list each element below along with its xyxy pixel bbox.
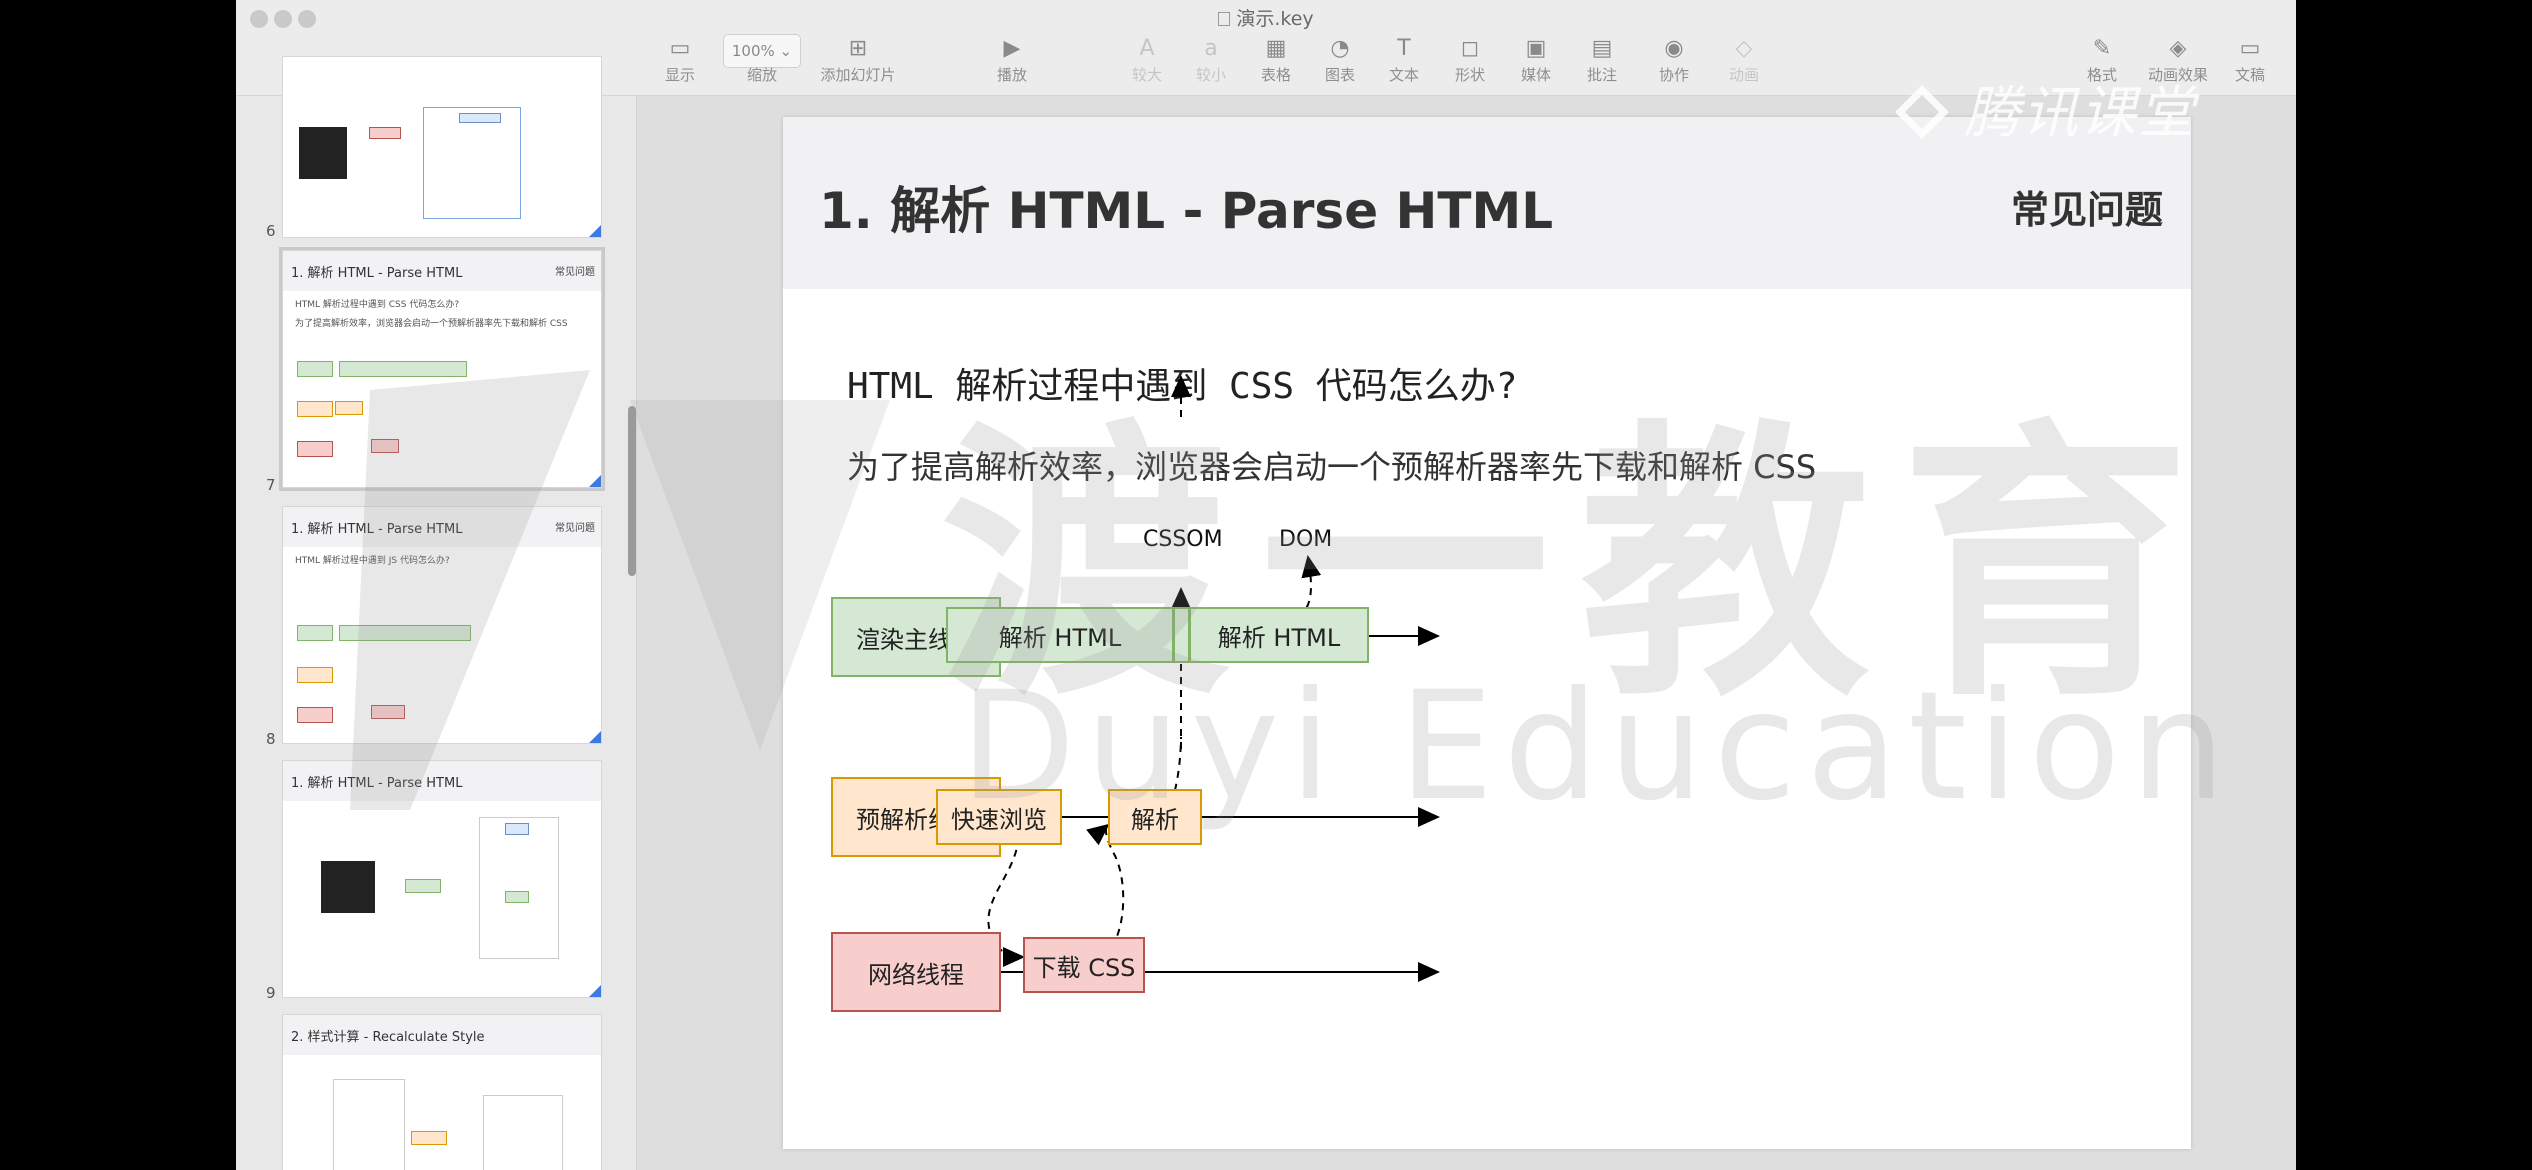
toolbar-play-button[interactable]: ▶ 播放 (967, 34, 1057, 85)
slide-header: 1. 解析 HTML - Parse HTML 常见问题 (783, 117, 2191, 289)
close-window-button[interactable] (250, 10, 268, 28)
collaborate-icon: ◉ (1664, 36, 1684, 61)
dom-label: DOM (1279, 527, 1333, 552)
toolbar-animate-button[interactable]: ◇ 动画 (1699, 34, 1789, 85)
table-icon: ▦ (1265, 36, 1287, 61)
slide-section-label: 常见问题 (2010, 188, 2163, 232)
minimize-window-button[interactable] (274, 10, 292, 28)
slide-thumbnail-9[interactable]: 1. 解析 HTML - Parse HTML (282, 760, 602, 998)
toolbar-animation-button[interactable]: ◈ 动画效果 (2133, 34, 2223, 85)
cssom-label: CSSOM (1143, 527, 1223, 552)
quick-scan-box: 快速浏览 (936, 789, 1062, 845)
parse-html-box-1: 解析 HTML (946, 607, 1174, 663)
document-panel-icon: ▭ (2239, 36, 2261, 61)
thumbnail-corner-marker (589, 475, 601, 487)
chart-icon: ◔ (1330, 36, 1350, 61)
font-smaller-icon: a (1204, 36, 1218, 61)
animation-icon: ◈ (2169, 36, 2187, 61)
slide-title: 1. 解析 HTML - Parse HTML (819, 182, 1554, 240)
thumbnail-corner-marker (589, 731, 601, 743)
toolbar-document-button[interactable]: ▭ 文稿 (2205, 34, 2295, 85)
toolbar-larger-button[interactable]: A 较大 (1102, 34, 1192, 85)
toolbar-display-button[interactable]: ▭ 显示 (635, 34, 725, 85)
toolbar-comment-button[interactable]: ▤ 批注 (1557, 34, 1647, 85)
format-icon: ✎ (2092, 36, 2112, 61)
thumbnail-corner-marker (589, 225, 601, 237)
current-slide[interactable]: 1. 解析 HTML - Parse HTML 常见问题 HTML 解析过程中遇… (783, 117, 2191, 1149)
sidebar-icon: ▭ (669, 36, 691, 61)
toolbar-collaborate-button[interactable]: ◉ 协作 (1629, 34, 1719, 85)
slide-thumbnail-6[interactable] (282, 56, 602, 238)
toolbar-smaller-button[interactable]: a 较小 (1166, 34, 1256, 85)
media-icon: ▣ (1525, 36, 1547, 61)
sidebar-scrollbar[interactable] (628, 406, 636, 576)
text-icon: T (1397, 36, 1411, 61)
toolbar-zoom-button[interactable]: 100% ⌄ 缩放 (717, 34, 807, 85)
diagram-connectors (936, 375, 1440, 982)
toolbar-add-slide-button[interactable]: ⊞ 添加幻灯片 (813, 34, 903, 85)
toolbar-media-button[interactable]: ▣ 媒体 (1491, 34, 1581, 85)
parse-up-dashed (1170, 736, 1182, 804)
play-icon: ▶ (1003, 36, 1021, 61)
parse-html-gap-box (1173, 607, 1190, 663)
quickscan-to-download-dashed-arrow (987, 836, 1025, 967)
thumbnail-corner-marker (589, 985, 601, 997)
window-title: 演示.key (236, 4, 2296, 31)
shape-icon: ◻ (1460, 36, 1480, 61)
parse-html-box-2: 解析 HTML (1189, 607, 1369, 663)
toolbar-text-button[interactable]: T 文本 (1359, 34, 1449, 85)
tencent-logo-icon (1895, 85, 1949, 139)
download-to-parse-dashed-arrow (1086, 823, 1125, 958)
animate-icon: ◇ (1735, 36, 1753, 61)
comment-icon: ▤ (1591, 36, 1613, 61)
toolbar-table-button[interactable]: ▦ 表格 (1231, 34, 1321, 85)
parse-box: 解析 (1108, 789, 1202, 845)
add-slide-icon: ⊞ (848, 36, 868, 61)
toolbar-chart-button[interactable]: ◔ 图表 (1295, 34, 1385, 85)
slide-thumbnail-10[interactable]: 2. 样式计算 - Recalculate Style (282, 1014, 602, 1170)
zoom-window-button[interactable] (298, 10, 316, 28)
zoom-select[interactable]: 100% ⌄ (722, 34, 802, 68)
slide-answer: 为了提高解析效率，浏览器会启动一个预解析器率先下载和解析 CSS (847, 448, 1817, 486)
toolbar-format-button[interactable]: ✎ 格式 (2057, 34, 2147, 85)
network-thread-box: 网络线程 (831, 932, 1001, 1012)
toolbar-shape-button[interactable]: ◻ 形状 (1425, 34, 1515, 85)
keynote-window: 演示.key ▭ 显示 100% ⌄ 缩放 ⊞ 添加幻灯片 ▶ 播放 A 较大 … (236, 0, 2296, 1170)
document-icon (1218, 12, 1231, 26)
tencent-classroom-watermark: 腾讯课堂 (1894, 68, 2196, 149)
font-larger-icon: A (1139, 36, 1155, 61)
download-css-box: 下载 CSS (1023, 937, 1145, 993)
